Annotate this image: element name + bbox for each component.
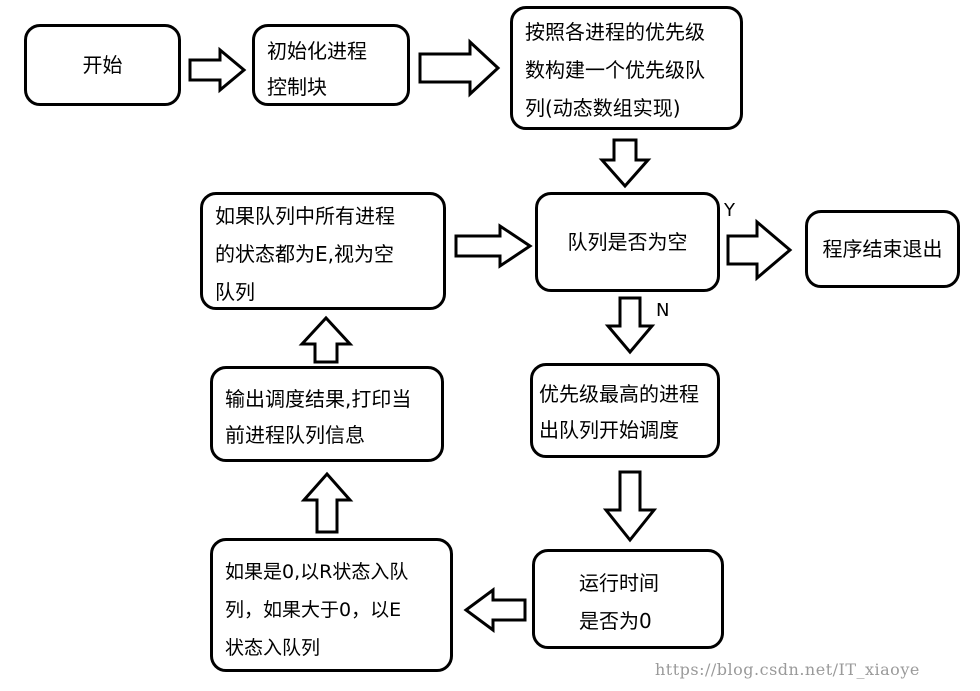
arrow-check-to-dispatch — [604, 296, 656, 355]
node-all-e-empty: 如果队列中所有进程 的状态都为E,视为空 队列 — [200, 192, 446, 310]
arrow-all-e-to-check — [454, 223, 533, 269]
arrow-requeue-to-print — [300, 471, 354, 534]
node-build-queue-line-1: 按照各进程的优先级 — [525, 20, 705, 44]
node-all-e-empty-line-2: 的状态都为E,视为空 — [215, 242, 394, 266]
node-end-exit-line-1: 程序结束退出 — [822, 237, 943, 261]
node-print-result-line-1: 输出调度结果,打印当 — [225, 387, 412, 411]
node-requeue-line-3: 状态入队列 — [225, 637, 321, 659]
arrow-print-to-all-e — [298, 315, 354, 364]
node-requeue: 如果是0,以R状态入队 列，如果大于0，以E 状态入队列 — [210, 538, 453, 672]
node-build-queue-line-3: 列(动态数组实现) — [525, 96, 681, 120]
node-all-e-empty-line-1: 如果队列中所有进程 — [215, 204, 395, 228]
arrow-check-to-end — [726, 218, 793, 282]
node-dispatch: 优先级最高的进程 出队列开始调度 — [530, 363, 720, 458]
node-init-pcb-line-2: 控制块 — [267, 75, 327, 99]
node-runtime-zero-line-1: 运行时间 — [579, 571, 659, 595]
node-init-pcb: 初始化进程 控制块 — [252, 24, 410, 106]
node-runtime-zero: 运行时间 是否为0 — [532, 549, 724, 649]
arrow-init-to-build — [418, 38, 501, 98]
node-all-e-empty-line-3: 队列 — [215, 280, 255, 304]
node-build-queue: 按照各进程的优先级 数构建一个优先级队 列(动态数组实现) — [510, 6, 743, 130]
node-init-pcb-line-1: 初始化进程 — [267, 39, 367, 63]
node-runtime-zero-line-2: 是否为0 — [579, 609, 652, 633]
arrow-dispatch-to-runtime — [602, 470, 658, 543]
node-build-queue-line-2: 数构建一个优先级队 — [525, 58, 705, 82]
node-requeue-line-2: 列，如果大于0，以E — [225, 599, 402, 621]
watermark: https://blog.csdn.net/IT_xiaoye — [655, 660, 920, 679]
edge-label-yes: Y — [724, 200, 735, 221]
node-queue-empty-line-1: 队列是否为空 — [567, 230, 688, 254]
node-print-result-line-2: 前进程队列信息 — [225, 423, 365, 447]
node-start: 开始 — [24, 24, 181, 106]
node-dispatch-line-1: 优先级最高的进程 — [539, 382, 699, 406]
arrow-runtime-to-requeue — [463, 587, 527, 633]
node-queue-empty: 队列是否为空 — [535, 192, 720, 292]
edge-label-no: N — [656, 300, 670, 321]
node-requeue-line-1: 如果是0,以R状态入队 — [225, 561, 409, 583]
node-start-line-1: 开始 — [82, 53, 123, 77]
arrow-start-to-init — [188, 46, 247, 94]
arrow-build-to-check — [598, 138, 652, 189]
node-dispatch-line-2: 出队列开始调度 — [539, 418, 679, 442]
node-end-exit: 程序结束退出 — [805, 210, 960, 288]
node-print-result: 输出调度结果,打印当 前进程队列信息 — [210, 366, 444, 462]
